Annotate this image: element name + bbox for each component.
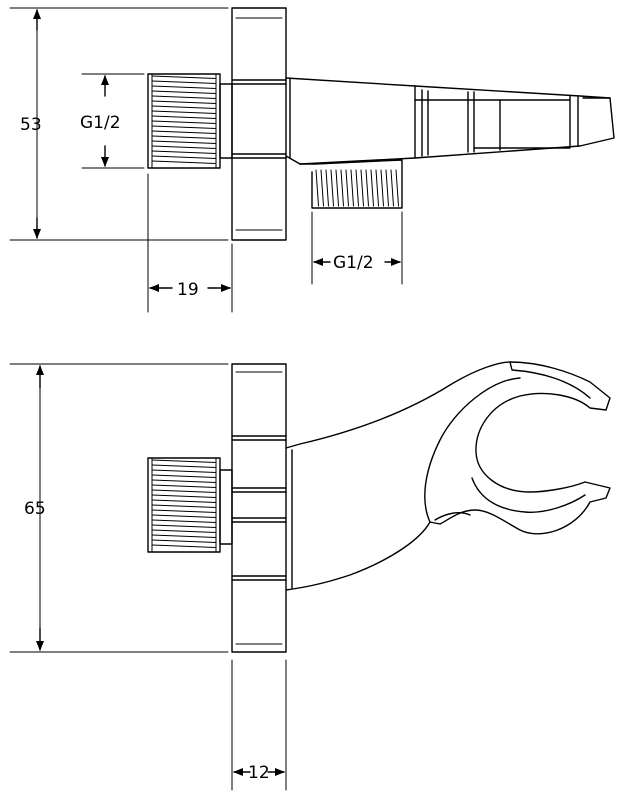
thread-line: [151, 464, 217, 468]
thread-line: [335, 169, 339, 207]
thread-line: [365, 169, 369, 207]
thread-bottom-view: [147, 457, 233, 553]
thread-line: [380, 169, 384, 207]
dimension-thread-bottom: G1/2: [311, 211, 403, 285]
dimension-53: 53: [9, 7, 229, 241]
thread-line: [151, 140, 217, 144]
thread-line: [151, 524, 217, 528]
dim-label-12: 12: [248, 763, 270, 783]
thread-line: [151, 110, 217, 114]
thread-line: [151, 469, 217, 473]
thread-line: [151, 489, 217, 493]
dimension-12: 12: [231, 659, 287, 791]
thread-line: [375, 169, 379, 207]
thread-line: [315, 169, 319, 207]
thread-line: [151, 544, 217, 548]
thread-line: [330, 169, 334, 207]
thread-line: [151, 125, 217, 129]
thread-line: [345, 169, 349, 207]
thread-line: [151, 90, 217, 94]
flange-bottom: [231, 363, 287, 653]
thread-lines: [151, 75, 217, 164]
thread-line: [151, 150, 217, 154]
dimension-19: 19: [147, 173, 233, 313]
thread-line: [350, 169, 354, 207]
dim-label-65: 65: [24, 499, 46, 519]
dim-label-53: 53: [20, 115, 42, 135]
thread-line: [151, 534, 217, 538]
thread-line: [151, 499, 217, 503]
thread-line: [325, 169, 329, 207]
dim-label-g12-bottom: G1/2: [333, 253, 374, 273]
thread-line: [151, 529, 217, 533]
thread-line: [151, 479, 217, 483]
thread-line: [151, 459, 217, 463]
dim-label-g12-left: G1/2: [80, 113, 121, 133]
thread-line: [151, 519, 217, 523]
thread-line: [151, 75, 217, 79]
thread-line: [355, 169, 359, 207]
thread-line: [151, 484, 217, 488]
left-thread-top: [147, 73, 233, 169]
thread-line: [151, 95, 217, 99]
thread-line: [151, 100, 217, 104]
thread-line: [151, 105, 217, 109]
thread-line: [151, 494, 217, 498]
thread-line: [151, 85, 217, 89]
dimension-65: 65: [9, 363, 229, 653]
thread-line: [151, 130, 217, 134]
thread-line: [390, 169, 394, 207]
thread-line: [385, 169, 389, 207]
dim-label-19: 19: [177, 280, 199, 300]
thread-line: [151, 160, 217, 164]
thread-lines: [315, 169, 399, 207]
flange-top: [231, 7, 287, 241]
holder-arm: [285, 361, 611, 591]
bottom-view: 65 12: [9, 361, 611, 791]
thread-line: [151, 509, 217, 513]
bottom-thread-top: [299, 159, 403, 209]
thread-line: [395, 169, 399, 207]
dimension-thread-left: G1/2: [80, 73, 145, 169]
thread-line: [151, 120, 217, 124]
thread-line: [340, 169, 344, 207]
thread-line: [360, 169, 364, 207]
top-view: 53 G1/2 19 G1/2: [9, 7, 615, 313]
thread-line: [151, 155, 217, 159]
thread-line: [151, 504, 217, 508]
thread-line: [151, 514, 217, 518]
thread-line: [320, 169, 324, 207]
thread-line: [151, 115, 217, 119]
thread-line: [370, 169, 374, 207]
thread-lines: [151, 459, 217, 548]
thread-line: [151, 145, 217, 149]
thread-line: [151, 80, 217, 84]
thread-line: [151, 539, 217, 543]
holder-body-top: [285, 77, 615, 165]
thread-line: [151, 135, 217, 139]
thread-line: [151, 474, 217, 478]
